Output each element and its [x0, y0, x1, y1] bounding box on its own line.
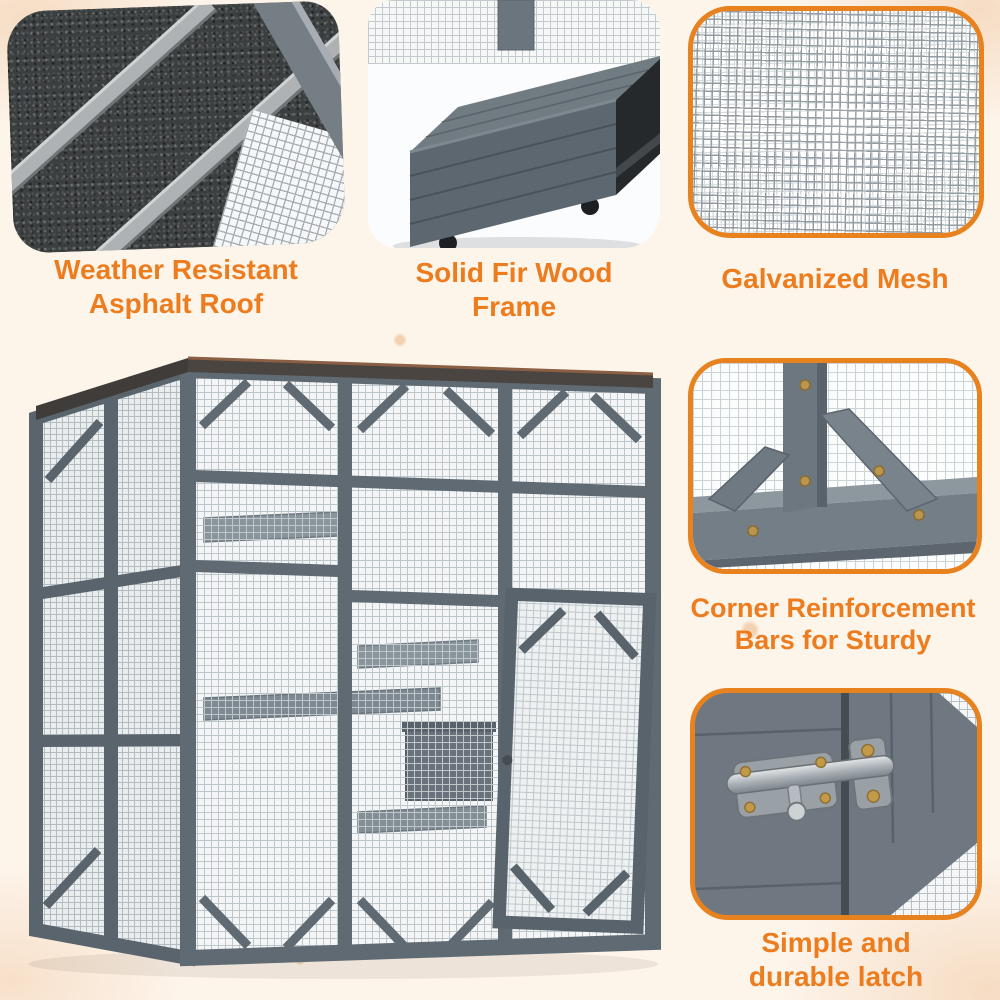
latch-knob — [786, 801, 807, 822]
mesh-corner — [891, 843, 977, 915]
latch-bolt — [726, 754, 895, 795]
rail-shadow-edge — [693, 541, 977, 569]
latch-caption: Simple and durable latch — [690, 926, 982, 993]
catio-left-side — [29, 360, 195, 967]
corner-brace-illustration — [693, 363, 977, 569]
latch-screws — [739, 743, 881, 814]
fir-wood-box-photo — [368, 0, 660, 248]
front-rail — [196, 470, 645, 498]
front-rail — [196, 560, 338, 577]
side-brace — [44, 418, 104, 484]
latch-assembly — [726, 736, 895, 822]
caption-line: Solid Fir Wood — [415, 257, 613, 288]
vertical-post — [783, 363, 827, 513]
catio-product-photo — [8, 350, 663, 990]
box-inner-shelf — [616, 133, 660, 178]
diagonal-brace — [707, 446, 791, 512]
caption-line: Bars for Sturdy — [734, 625, 932, 656]
door-brace — [518, 606, 567, 654]
door-latch-knob — [502, 755, 513, 766]
galvanized-mesh-photo — [688, 6, 984, 238]
catio-roof-edge — [36, 356, 654, 420]
asphalt-roof-photo — [5, 0, 347, 254]
caption-line: Weather Resistant — [54, 254, 298, 285]
caption-line: durable latch — [748, 960, 924, 992]
caption-line: Simple and — [761, 927, 911, 958]
caption-line: Frame — [471, 290, 557, 322]
side-brace — [42, 846, 102, 910]
latch-photo — [690, 688, 982, 920]
door-brace — [593, 610, 639, 660]
caption-line: Corner Reinforcement — [690, 593, 976, 623]
wood-box-illustration — [368, 0, 660, 248]
front-rail — [352, 590, 498, 607]
background-post — [497, 0, 535, 51]
caption-line: Galvanized Mesh — [721, 263, 949, 294]
diagonal-brace — [819, 408, 939, 512]
catio-door — [492, 587, 657, 935]
side-post — [104, 392, 118, 945]
door-brace — [582, 869, 631, 917]
door-gap — [841, 693, 849, 915]
side-rail — [43, 734, 188, 747]
caption-line: Asphalt Roof — [88, 287, 264, 319]
side-rail — [43, 564, 188, 599]
catio-illustration — [28, 356, 661, 979]
door-brace — [509, 863, 556, 913]
latch-illustration — [695, 693, 977, 915]
mesh-grid — [693, 11, 979, 233]
box-top-face — [410, 56, 660, 152]
post-shade — [817, 363, 827, 507]
screws — [747, 379, 925, 537]
wood-caption: Solid Fir Wood Frame — [364, 256, 664, 323]
mesh-caption: Galvanized Mesh — [674, 262, 996, 296]
catio-corner-braces — [198, 378, 643, 954]
corner-caption: Corner Reinforcement Bars for Sturdy — [670, 592, 996, 657]
corner-brace-photo — [688, 358, 982, 574]
front-post — [338, 375, 352, 953]
roof-caption: Weather Resistant Asphalt Roof — [8, 253, 344, 320]
litter-box — [409, 56, 660, 248]
